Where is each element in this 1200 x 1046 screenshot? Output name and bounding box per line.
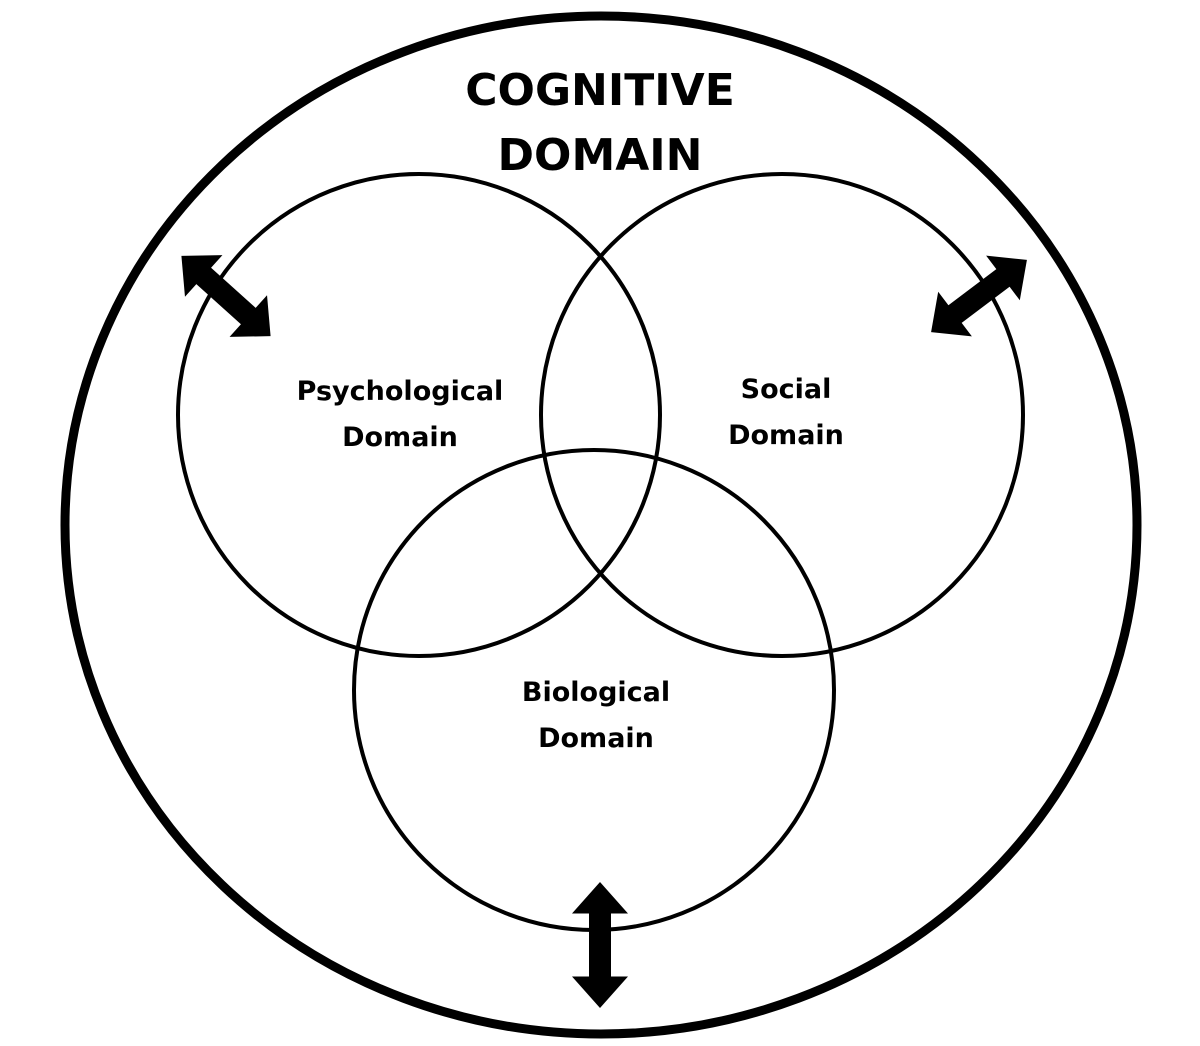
psychological-cognitive-double-arrow-icon — [162, 235, 290, 357]
cognitive-domain-title-line-2: DOMAIN — [498, 130, 703, 181]
psychological-domain-label-line-1: Psychological — [297, 376, 504, 407]
social-domain-label-line-1: Social — [741, 374, 832, 405]
social-cognitive-double-arrow-icon — [914, 237, 1044, 355]
psychological-domain-label-line-2: Domain — [342, 422, 458, 453]
psychological-domain-circle — [176, 172, 662, 658]
biological-cognitive-double-arrow-icon — [572, 882, 628, 1008]
social-domain-label-line-2: Domain — [728, 420, 844, 451]
social-domain-circle — [539, 172, 1025, 658]
biological-domain-label-line-1: Biological — [522, 677, 670, 708]
cognitive-domain-title-line-1: COGNITIVE — [465, 65, 735, 116]
cognitive-domain-outer-circle — [60, 11, 1142, 1039]
biological-domain-label-line-2: Domain — [538, 723, 654, 754]
